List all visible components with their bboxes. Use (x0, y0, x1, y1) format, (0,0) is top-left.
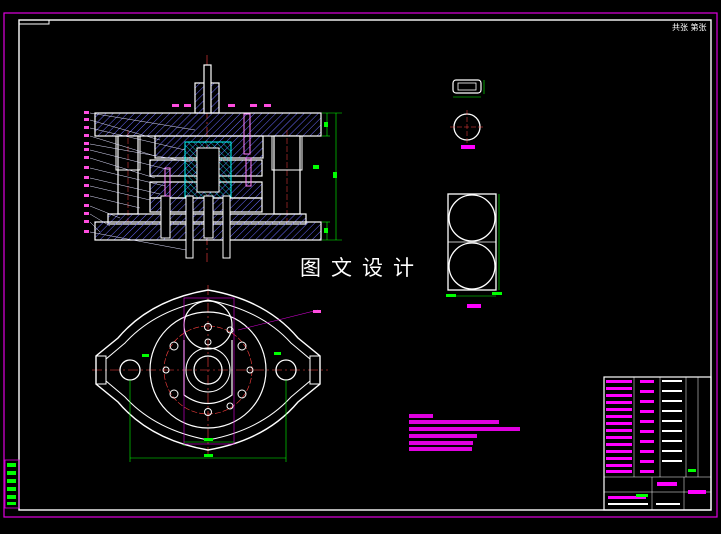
sheet-frame (3, 12, 718, 518)
sheet-number-note: 共张 第张 (672, 23, 707, 32)
technical-notes (409, 414, 520, 451)
die-plan-view (92, 285, 328, 462)
watermark-text: 图文设计 (300, 256, 424, 280)
left-binding-strip (4, 459, 20, 509)
part-detail-views (446, 79, 502, 308)
die-section-view (84, 55, 342, 262)
title-block (603, 376, 712, 511)
